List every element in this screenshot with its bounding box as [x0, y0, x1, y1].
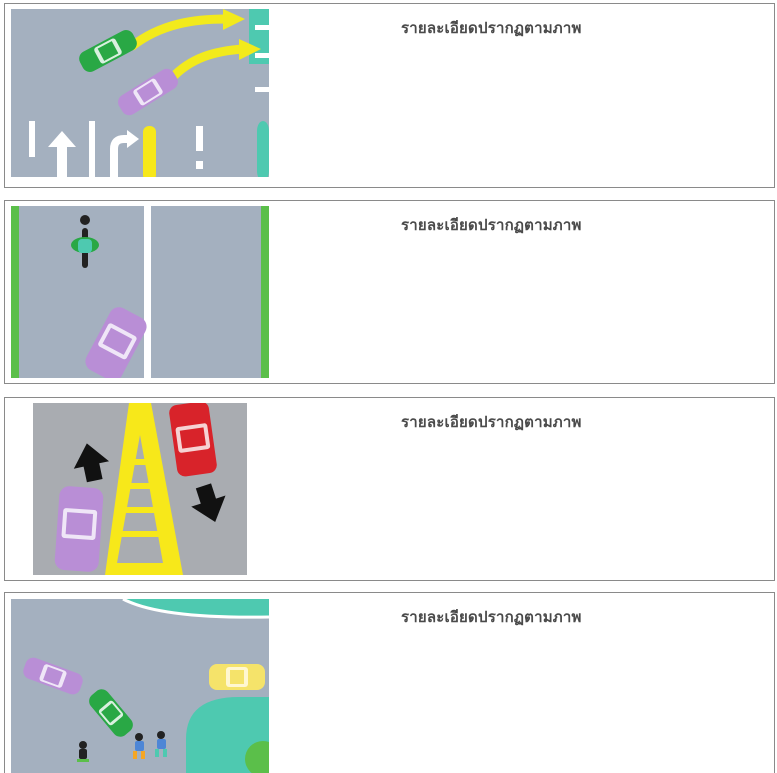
card-caption: รายละเอียดปรากฏตามภาพ: [401, 410, 582, 434]
traffic-card-4: รายละเอียดปรากฏตามภาพ: [4, 592, 775, 773]
card-caption: รายละเอียดปรากฏตามภาพ: [401, 16, 582, 40]
traffic-illustration-lane-turning: [11, 9, 269, 181]
card-caption: รายละเอียดปรากฏตามภาพ: [401, 213, 582, 237]
card-caption: รายละเอียดปรากฏตามภาพ: [401, 605, 582, 629]
traffic-illustration-pedestrian-crossing: [11, 599, 269, 773]
traffic-illustration-motorcycle-overtaking: [11, 206, 269, 378]
traffic-illustration-opposing-lanes: [33, 403, 247, 575]
traffic-card-1: รายละเอียดปรากฏตามภาพ: [4, 3, 775, 188]
traffic-card-3: รายละเอียดปรากฏตามภาพ: [4, 397, 775, 581]
traffic-card-2: รายละเอียดปรากฏตามภาพ: [4, 200, 775, 384]
